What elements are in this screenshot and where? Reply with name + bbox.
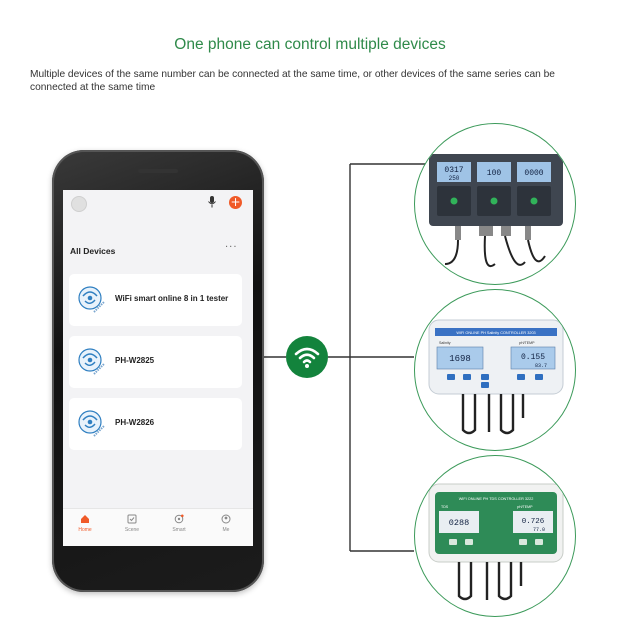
- tab-label: Smart: [172, 527, 186, 533]
- section-title: All Devices: [70, 246, 116, 256]
- top-display-1-sub: 250: [449, 175, 460, 182]
- brand-logo-icon: [78, 348, 105, 375]
- device-card[interactable]: WiFi smart online 8 in 1 tester: [69, 274, 242, 326]
- top-display-1: 0317: [444, 166, 463, 175]
- brand-logo-icon: [78, 410, 105, 437]
- mic-icon[interactable]: [206, 195, 218, 209]
- bottom-left-value: 0288: [449, 518, 469, 528]
- add-icon[interactable]: +: [229, 195, 242, 209]
- smartphone: + All Devices ··· WiFi smart online 8 in…: [52, 150, 264, 592]
- tds-controller: WIFI ONLINE PH TDS CONTROLLER 3222 TDS 0…: [428, 483, 564, 601]
- brand-logo-icon: [78, 286, 105, 313]
- phone-speaker: [138, 169, 178, 173]
- tab-me[interactable]: Me: [206, 514, 246, 533]
- bottom-right-value: 0.726: [522, 518, 545, 526]
- home-icon: [81, 515, 89, 523]
- device-photo-middle: WIFI ONLINE PH Salinity CONTROLLER 3203 …: [414, 289, 576, 451]
- tab-home[interactable]: Home: [65, 514, 105, 533]
- device-name: PH-W2825: [115, 356, 155, 365]
- wifi-icon: [294, 347, 320, 368]
- device-card[interactable]: PH-W2826: [69, 398, 242, 450]
- top-display-2: 100: [487, 169, 502, 178]
- device-name: WiFi smart online 8 in 1 tester: [115, 294, 229, 303]
- device-name: PH-W2826: [115, 418, 155, 427]
- phone-screen: + All Devices ··· WiFi smart online 8 in…: [63, 190, 253, 546]
- middle-right-sub: 83.7: [535, 363, 547, 369]
- middle-left-value: 1698: [449, 354, 471, 364]
- bottom-right-label: pH/TEMP: [517, 505, 533, 509]
- tab-bar: Home Scene Smart: [63, 508, 253, 546]
- middle-title: WIFI ONLINE PH Salinity CONTROLLER 3203: [456, 331, 535, 335]
- subtitle: Multiple devices of the same number can …: [30, 69, 555, 93]
- avatar-icon[interactable]: [71, 196, 87, 212]
- device-photo-bottom: WIFI ONLINE PH TDS CONTROLLER 3222 TDS 0…: [414, 455, 576, 617]
- bottom-left-label: TDS: [441, 505, 449, 509]
- wifi-badge: [286, 336, 328, 378]
- more-icon[interactable]: ···: [225, 242, 238, 253]
- tab-label: Home: [78, 527, 92, 533]
- three-meter-panel: 0317 250 100 0000: [429, 154, 563, 267]
- bottom-title: WIFI ONLINE PH TDS CONTROLLER 3222: [459, 497, 534, 501]
- me-icon: [221, 514, 231, 524]
- middle-left-label: Salinity: [439, 341, 451, 345]
- device-card[interactable]: PH-W2825: [69, 336, 242, 388]
- tab-label: Scene: [124, 527, 140, 533]
- smart-icon: [174, 514, 184, 524]
- middle-right-label: pH/TEMP: [519, 341, 535, 345]
- tab-label: Me: [222, 527, 230, 533]
- scene-icon: [127, 514, 137, 524]
- tab-scene[interactable]: Scene: [112, 514, 152, 533]
- top-display-3: 0000: [524, 169, 543, 178]
- tab-smart[interactable]: Smart: [159, 514, 199, 533]
- salinity-controller: WIFI ONLINE PH Salinity CONTROLLER 3203 …: [428, 319, 564, 435]
- middle-right-value: 0.155: [521, 353, 545, 362]
- bottom-right-sub: 77.0: [533, 527, 545, 533]
- device-photo-top: 0317 250 100 0000: [414, 123, 576, 285]
- headline: One phone can control multiple devices: [174, 36, 446, 53]
